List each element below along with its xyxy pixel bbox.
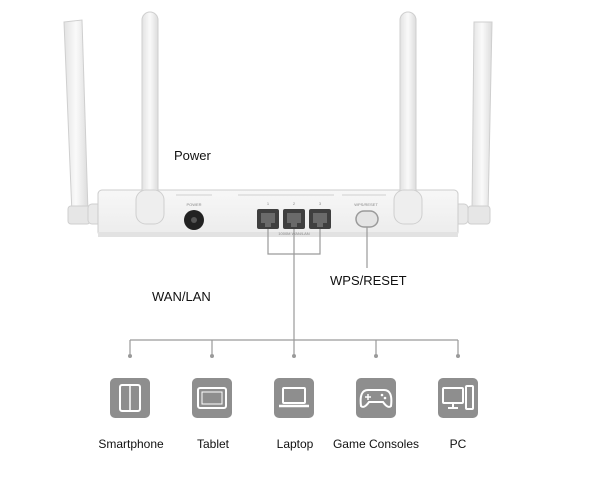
tablet-icon	[192, 378, 232, 418]
port-number-1: 1	[267, 201, 270, 206]
device-label-game-consoles: Game Consoles	[332, 437, 420, 451]
ethernet-port-3	[309, 209, 331, 229]
smartphone-icon	[110, 378, 150, 418]
device-drops	[110, 340, 478, 418]
power-port: POWER	[176, 194, 212, 230]
device-drop-dot	[374, 354, 378, 358]
laptop-icon	[274, 378, 314, 418]
device-label-tablet: Tablet	[196, 437, 230, 451]
device-label-laptop: Laptop	[276, 437, 314, 451]
wps-port-label: WPS/RESET	[354, 202, 378, 207]
power-callout-label: Power	[174, 148, 211, 163]
port-number-2: 2	[293, 201, 296, 206]
antenna-left-inner	[135, 11, 165, 225]
pc-icon	[438, 378, 478, 418]
device-label-pc: PC	[449, 437, 467, 451]
connector-lines	[130, 227, 458, 341]
wps-reset-callout-label: WPS/RESET	[330, 273, 407, 288]
gamepad-icon	[356, 378, 396, 418]
device-drop-dot	[128, 354, 132, 358]
ethernet-port-1	[257, 209, 279, 229]
port-number-3: 3	[319, 201, 322, 206]
device-drop-dot	[210, 354, 214, 358]
device-label-smartphone: Smartphone	[98, 437, 164, 451]
wan-lan-callout-label: WAN/LAN	[152, 289, 211, 304]
power-port-label: POWER	[186, 202, 201, 207]
device-drop-dot	[456, 354, 460, 358]
ethernet-port-2	[283, 209, 305, 229]
antenna-left-outer	[63, 19, 105, 225]
router-base-strip	[98, 232, 458, 237]
antenna-right-outer	[451, 21, 493, 225]
device-drop-dot	[292, 354, 296, 358]
antenna-right-inner	[393, 11, 423, 225]
